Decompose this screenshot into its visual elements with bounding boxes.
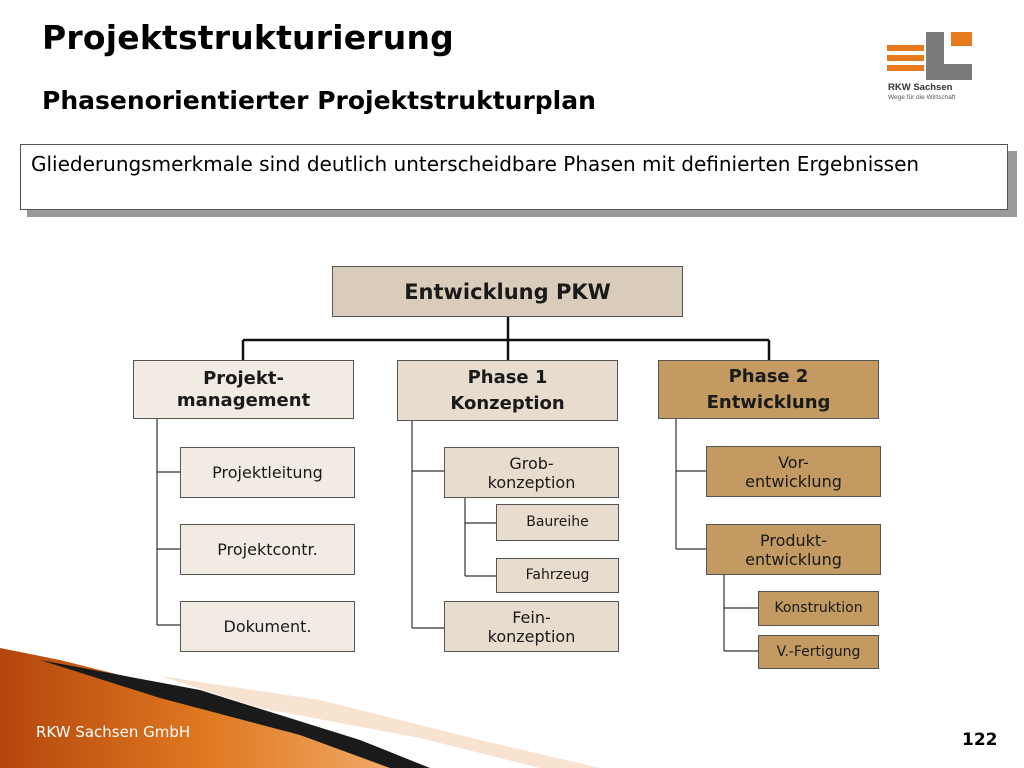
logo-tagline: Wege für die Wirtschaft (888, 94, 956, 101)
logo-mark (887, 32, 972, 80)
page-title: Projektstrukturierung (42, 18, 454, 57)
callout-box: Gliederungsmerkmale sind deutlich unters… (20, 144, 1008, 210)
node-grobkonzeption: Grob- konzeption (444, 447, 619, 498)
node-v-fertigung: V.-Fertigung (758, 635, 879, 669)
column-header-projektmanagement: Projekt- management (133, 360, 354, 419)
column-header-phase-1: Phase 1 Konzeption (397, 360, 618, 421)
node-baureihe: Baureihe (496, 504, 619, 541)
node-projektleitung: Projektleitung (180, 447, 355, 498)
node-fahrzeug: Fahrzeug (496, 558, 619, 593)
company-logo: RKW Sachsen Wege für die Wirtschaft (887, 30, 977, 110)
node-feinkonzeption: Fein- konzeption (444, 601, 619, 652)
page-subtitle: Phasenorientierter Projektstrukturplan (42, 86, 596, 115)
footer-company: RKW Sachsen GmbH (36, 723, 191, 741)
node-produktentwicklung: Produkt- entwicklung (706, 524, 881, 575)
node-projektcontrolling: Projektcontr. (180, 524, 355, 575)
node-vorentwicklung: Vor- entwicklung (706, 446, 881, 497)
node-konstruktion: Konstruktion (758, 591, 879, 626)
node-dokumentation: Dokument. (180, 601, 355, 652)
column-header-phase-2: Phase 2 Entwicklung (658, 360, 879, 419)
root-node: Entwicklung PKW (332, 266, 683, 317)
page-number: 122 (962, 730, 998, 750)
logo-name: RKW Sachsen (888, 82, 953, 93)
